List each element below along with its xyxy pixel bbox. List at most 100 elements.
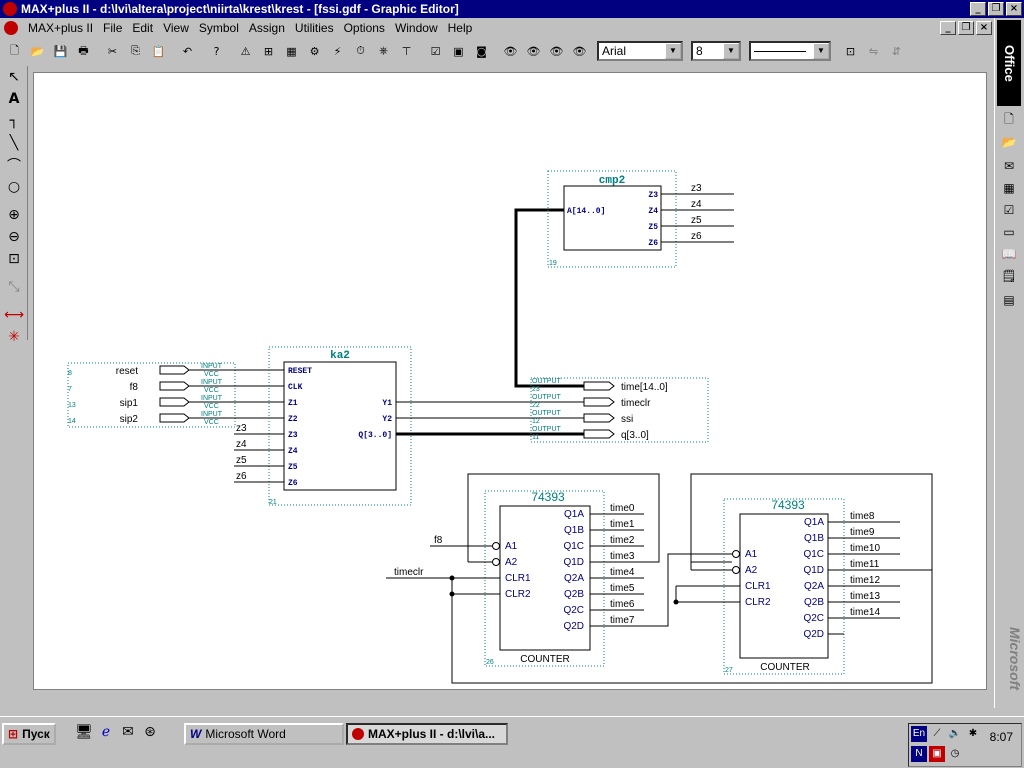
office-logo[interactable]: Office — [997, 20, 1021, 106]
floorplan-icon[interactable]: ▦ — [286, 44, 297, 58]
doc-minimize-button[interactable]: _ — [940, 21, 956, 35]
flip-horizontal-icon[interactable]: ⇋ — [868, 44, 879, 58]
input-name: sip1 — [120, 398, 139, 409]
line-style-select[interactable]: ▼ — [749, 41, 831, 61]
input-pin: 13 sip1 INPUT VCC — [68, 395, 223, 410]
task-icon[interactable]: ☑ — [1003, 203, 1015, 217]
minimize-button[interactable]: _ — [970, 2, 986, 16]
save-compile-icon[interactable]: ▣ — [453, 44, 464, 58]
program-icon[interactable]: ⎈ — [379, 44, 388, 57]
rubberband-icon[interactable]: ⤡ — [8, 279, 20, 295]
volume-icon[interactable]: 🔈 — [948, 728, 962, 739]
menu-file[interactable]: File — [103, 21, 123, 35]
size-select[interactable]: 8 ▼ — [691, 41, 741, 61]
zoom-fit-icon[interactable]: ⊡ — [8, 251, 20, 267]
net-label: time11 — [850, 559, 880, 570]
warning-icon[interactable]: ⚠ — [240, 44, 251, 58]
maxplus-app-icon[interactable] — [3, 2, 17, 16]
copy-icon[interactable]: ⎘ — [131, 44, 140, 57]
counter-pin: Q2C — [803, 613, 824, 624]
doc-restore-button[interactable]: ❐ — [958, 21, 974, 35]
svg-text:VCC: VCC — [204, 403, 219, 410]
input-pin: 7 f8 INPUT VCC — [68, 379, 223, 394]
ka2-pin: Y2 — [382, 415, 392, 424]
internet-explorer-icon[interactable]: ℯ — [101, 724, 111, 740]
appointment-icon[interactable]: ▦ — [1003, 181, 1015, 195]
zoom-out-icon[interactable]: ⊖ — [8, 229, 20, 245]
start-button[interactable]: ⊞ Пуск — [2, 723, 56, 745]
norton-icon[interactable]: N — [911, 746, 927, 762]
schematic-canvas[interactable]: 8 reset INPUT VCC 7 f8 INPUT VCC 13 sip1… — [33, 72, 987, 690]
send-mail-icon[interactable]: ✉ — [1003, 159, 1015, 173]
svg-text:12: 12 — [532, 418, 540, 425]
flip-vertical-icon[interactable]: ⇵ — [891, 44, 902, 58]
arrow-select-icon[interactable]: ↖ — [8, 69, 20, 85]
view-icon-4[interactable]: 👁 — [572, 44, 587, 58]
menu-assign[interactable]: Assign — [248, 21, 285, 35]
new-file-icon[interactable]: 🗋 — [10, 43, 19, 57]
menu-help[interactable]: Help — [447, 21, 473, 35]
compile-icon[interactable]: ⚙ — [309, 44, 320, 58]
menu-view[interactable]: View — [163, 21, 189, 35]
cmp2-pin: A[14..0] — [567, 207, 605, 216]
connect-dots-icon[interactable]: ⟷ — [3, 307, 25, 323]
net-label: time7 — [610, 615, 635, 626]
task-maxplus[interactable]: MAX+plus II - d:\lvi\a... — [346, 723, 508, 745]
svg-text:8: 8 — [68, 370, 72, 377]
clock[interactable]: 8:07 — [989, 730, 1013, 744]
view-icon-3[interactable]: 👁 — [549, 44, 564, 58]
zoom-in-icon[interactable]: ⊕ — [8, 207, 20, 223]
view-icon-1[interactable]: 👁 — [503, 44, 518, 58]
hierarchy-icon[interactable]: ⊞ — [263, 44, 274, 58]
close-button[interactable]: × — [1006, 2, 1022, 16]
help-cursor-icon[interactable]: ? — [213, 44, 220, 58]
tree-icon[interactable]: ⊤ — [401, 44, 412, 58]
menu-options[interactable]: Options — [343, 21, 385, 35]
menu-window[interactable]: Window — [394, 21, 438, 35]
open-folder-icon[interactable]: 📂 — [30, 44, 45, 58]
outlook-express-icon[interactable]: ✉ — [122, 724, 134, 740]
diagonal-line-icon[interactable]: ╲ — [9, 135, 19, 151]
delete-node-icon[interactable]: ✳ — [8, 329, 20, 345]
simulate-icon[interactable]: ⚡ — [333, 44, 342, 58]
task-microsoft-word[interactable]: W Microsoft Word — [184, 723, 344, 745]
orthogonal-line-icon[interactable]: ┐ — [9, 113, 19, 129]
ka2-pin: CLK — [288, 383, 303, 392]
undo-icon[interactable]: ↶ — [182, 44, 193, 58]
timing-icon[interactable]: ⏱ — [356, 44, 365, 57]
scheduler-icon[interactable]: ▣ — [929, 746, 945, 762]
note-icon[interactable]: 🗒 — [1001, 269, 1017, 283]
circle-tool-icon[interactable]: ○ — [7, 179, 21, 195]
save-simulate-icon[interactable]: ◙ — [476, 44, 487, 58]
task-label: MAX+plus II - d:\lvi\a... — [368, 727, 496, 741]
fit-icon[interactable]: ⊡ — [845, 44, 856, 58]
arc-tool-icon[interactable]: ⌒ — [7, 158, 21, 174]
restore-button[interactable]: ❐ — [988, 2, 1004, 16]
doc-close-button[interactable]: × — [976, 21, 992, 35]
cut-icon[interactable]: ✂ — [107, 44, 118, 58]
journal-icon[interactable]: 📖 — [1001, 247, 1017, 261]
view-icon-2[interactable]: 👁 — [526, 44, 541, 58]
paste-icon[interactable]: 📋 — [151, 44, 166, 58]
menu-maxplus[interactable]: MAX+plus II — [28, 21, 94, 35]
clock-icon[interactable]: ◷ — [950, 748, 960, 759]
menu-edit[interactable]: Edit — [132, 21, 154, 35]
contact-icon[interactable]: ▭ — [1003, 225, 1015, 239]
bug-icon[interactable]: ✱ — [968, 728, 978, 739]
save-check-icon[interactable]: ☑ — [430, 44, 441, 58]
channels-icon[interactable]: ⊛ — [144, 724, 156, 740]
open-document-icon[interactable]: 📂 — [1001, 135, 1017, 149]
save-icon[interactable]: 💾 — [53, 44, 68, 58]
bind-icon[interactable]: ▤ — [1003, 293, 1015, 307]
ka2-pin: Z4 — [288, 447, 298, 456]
font-select[interactable]: Arial ▼ — [597, 41, 683, 61]
show-desktop-icon[interactable]: 🖥 — [75, 724, 93, 740]
menu-symbol[interactable]: Symbol — [198, 21, 239, 35]
document-icon[interactable] — [4, 21, 18, 35]
print-icon[interactable]: 🖶 — [78, 43, 89, 57]
text-tool-icon[interactable]: A — [8, 91, 20, 107]
mouse-icon[interactable]: ⟋ — [933, 728, 941, 739]
menu-utilities[interactable]: Utilities — [294, 21, 334, 35]
language-indicator[interactable]: En — [911, 726, 927, 742]
new-document-icon[interactable]: 🗋 — [1004, 111, 1014, 126]
